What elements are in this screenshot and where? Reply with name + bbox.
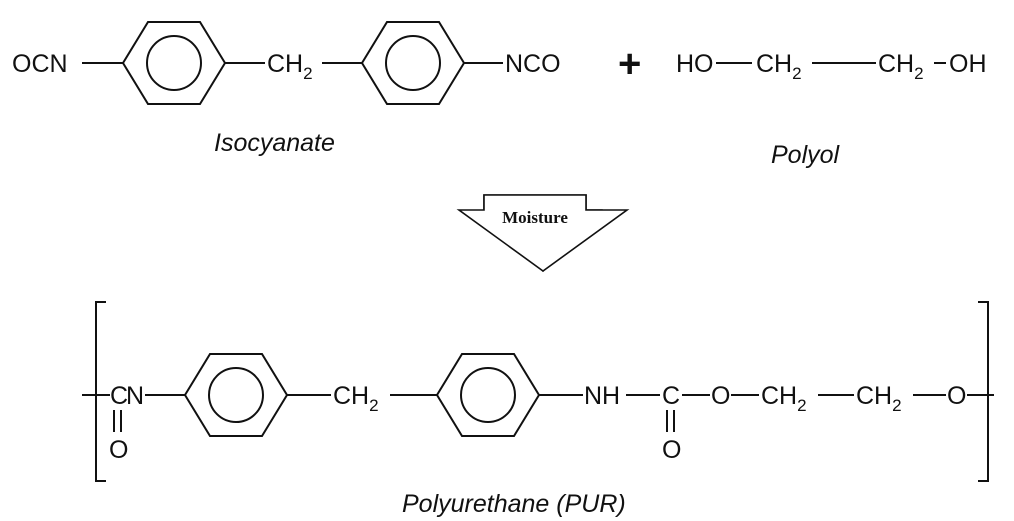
isocyanate-label: Isocyanate xyxy=(214,129,335,157)
benzene-ring-3 xyxy=(183,353,289,437)
product-ch2-a: CH2 xyxy=(761,382,807,415)
ch2-bridge: CH2 xyxy=(267,50,313,83)
oh-group: OH xyxy=(949,50,987,78)
polyol-label: Polyol xyxy=(771,141,841,169)
down-arrow-outline xyxy=(456,194,630,272)
isocyanate-molecule: OCN CH2 NCO Isocyanate xyxy=(12,21,561,157)
reaction-arrow: Moisture xyxy=(456,194,630,273)
arrow-condition-label: Moisture xyxy=(502,208,568,227)
polyurethane-label: Polyurethane (PUR) xyxy=(402,490,626,518)
urethane-nh: NH xyxy=(584,382,620,410)
right-bracket xyxy=(978,301,989,482)
ho-group: HO xyxy=(676,50,714,78)
product-ch2-bridge: CH2 xyxy=(333,382,379,415)
polyol-ch2-a: CH2 xyxy=(756,50,802,83)
carbonyl-o2: O xyxy=(662,436,681,464)
product-ch2-b: CH2 xyxy=(856,382,902,415)
benzene-ring-4 xyxy=(435,353,541,437)
polyurethane-molecule: C O N CH2 NH C O O CH2 CH2 O xyxy=(82,301,994,518)
urethane-n1: N xyxy=(126,382,144,410)
benzene-ring-1 xyxy=(121,21,227,105)
ester-o3: O xyxy=(711,382,730,410)
polyol-molecule: HO CH2 CH2 OH Polyol xyxy=(676,50,987,169)
ocn-group: OCN xyxy=(12,50,68,78)
carbonyl-c1: C xyxy=(110,382,128,410)
left-bracket xyxy=(95,301,106,482)
carbonyl-o1: O xyxy=(109,436,128,464)
polyol-ch2-b: CH2 xyxy=(878,50,924,83)
benzene-ring-2 xyxy=(360,21,466,105)
carbonyl-c2: C xyxy=(662,382,680,410)
plus-sign: + xyxy=(618,42,641,86)
ether-o4: O xyxy=(947,382,966,410)
nco-group: NCO xyxy=(505,50,561,78)
